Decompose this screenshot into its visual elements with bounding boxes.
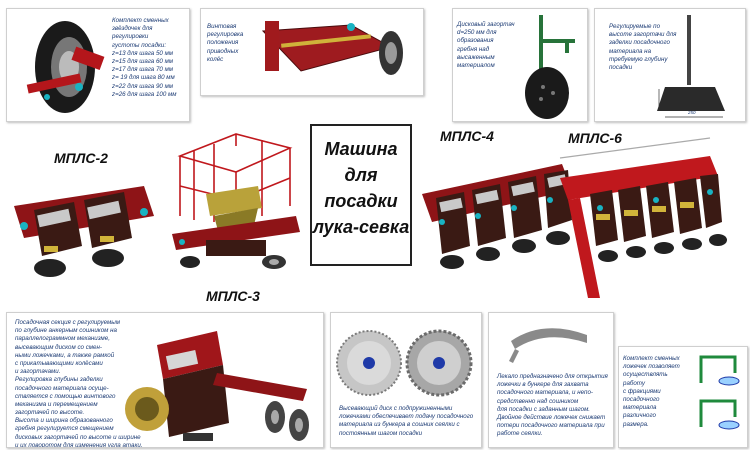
sprockets-description: Комплект сменных звёздочек для регулиров… [112, 17, 177, 98]
screw-description: Винтовая регулировка положения приводных… [207, 23, 244, 63]
seeding-discs-illustration [336, 329, 473, 397]
label-mpls-3: МПЛС-3 [206, 288, 260, 304]
panel-seeding-disc: Высевающий диск с подпружиненными ложечк… [330, 312, 482, 448]
panel-disc-closer: Дисковый загортач d=250 мм для образован… [452, 8, 588, 122]
label-mpls-6: МПЛС-6 [568, 130, 622, 146]
dimension-label: 250 [688, 110, 696, 115]
planting-section-description: Посадочная секция с регулируемым по глуб… [15, 319, 143, 448]
seeding-disc-description: Высевающий диск с подпружиненными ложечк… [339, 405, 474, 437]
wheel-drive-illustration [26, 21, 105, 113]
spoons-description: Комплект сменных ложечек позволяет осуще… [623, 355, 680, 428]
label-mpls-2: МПЛС-2 [54, 150, 108, 166]
machine-mpls-3 [172, 133, 300, 269]
panel-screw-adjustment: Винтовая регулировка положения приводных… [200, 8, 424, 96]
machine-mpls-6 [559, 137, 727, 298]
machine-mpls-2 [14, 186, 154, 277]
panel-spoons: Комплект сменных ложечек позволяет осуще… [618, 346, 748, 448]
adjustable-closers-description: Регулируемые по высоте загортачи для зад… [609, 23, 677, 71]
lekalo-illustration [509, 328, 587, 363]
panel-lekalo: Лекало предназначено для открытия ложечк… [488, 312, 614, 448]
spoons-illustration [699, 355, 740, 430]
main-title: Машина для посадки лука-севка [312, 139, 410, 238]
main-title-box: Машина для посадки лука-севка [310, 124, 412, 266]
machine-mpls-4 [422, 164, 572, 269]
label-mpls-4: МПЛС-4 [440, 128, 494, 144]
panel-sprockets: Комплект сменных звёздочек для регулиров… [6, 8, 190, 122]
screw-mechanism-illustration [261, 21, 403, 75]
closer-plate-illustration [657, 15, 725, 118]
disc-closer-illustration [525, 15, 575, 119]
panel-planting-section: Посадочная секция с регулируемым по глуб… [6, 312, 324, 448]
lekalo-description: Лекало предназначено для открытия ложечк… [497, 373, 608, 438]
panel-adjustable-closers: Регулируемые по высоте загортачи для зад… [594, 8, 746, 122]
disc-closer-description: Дисковый загортач d=250 мм для образован… [457, 21, 515, 69]
planting-section-illustration [125, 331, 309, 441]
